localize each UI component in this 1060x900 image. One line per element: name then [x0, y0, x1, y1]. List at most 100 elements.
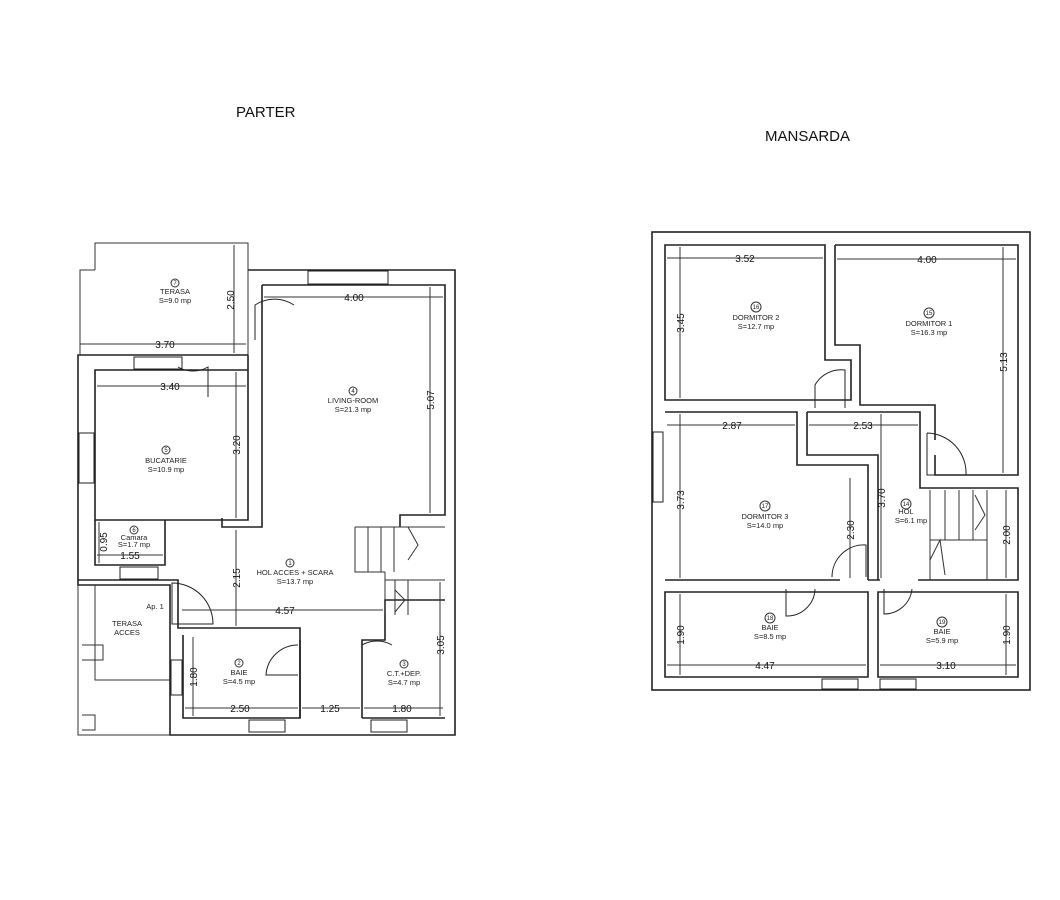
svg-text:S=21.3 mp: S=21.3 mp — [335, 405, 371, 414]
dim-label: 2.53 — [853, 421, 873, 432]
room-dormitor1: 15 DORMITOR 1 S=16.3 mp — [906, 307, 953, 337]
svg-text:17: 17 — [762, 504, 769, 510]
svg-text:18: 18 — [767, 616, 774, 622]
window — [78, 432, 95, 484]
dim-label: 2.50 — [226, 290, 237, 310]
window — [652, 431, 664, 503]
svg-text:7: 7 — [173, 281, 177, 287]
dim-label: 2.00 — [1002, 525, 1013, 545]
door-dormitor2[interactable] — [814, 369, 846, 408]
dim-label: 1.80 — [189, 667, 200, 687]
dim-label: 3.70 — [877, 488, 888, 508]
door-bath[interactable] — [265, 644, 299, 676]
room-bucatarie: 5 BUCATARIE S=10.9 mp — [145, 445, 187, 474]
ct-wall — [361, 599, 445, 718]
dim-label: 0.95 — [99, 532, 110, 552]
door-kitchen[interactable] — [177, 366, 209, 397]
door-terasa[interactable] — [254, 298, 295, 340]
svg-text:BUCATARIE: BUCATARIE — [145, 456, 187, 465]
dim-label: 2.30 — [846, 520, 857, 540]
svg-text:19: 19 — [939, 620, 946, 626]
svg-text:14: 14 — [903, 502, 910, 508]
window — [307, 270, 389, 285]
dimension-lines — [80, 245, 443, 716]
dim-label: 3.45 — [676, 313, 687, 333]
svg-text:S=6.1 mp: S=6.1 mp — [895, 516, 927, 525]
baie19-wall — [877, 591, 1019, 678]
dim-label: 2.87 — [722, 421, 742, 432]
dim-label: 3.73 — [676, 490, 687, 510]
door-dormitor1[interactable] — [926, 432, 967, 476]
svg-text:5: 5 — [164, 448, 168, 454]
svg-text:15: 15 — [926, 311, 933, 317]
room-living: 4 LIVING-ROOM S=21.3 mp — [328, 386, 378, 414]
living-wall — [262, 284, 446, 527]
svg-text:6: 6 — [132, 528, 136, 534]
window — [370, 719, 408, 733]
parter-title: PARTER — [236, 104, 296, 121]
svg-text:DORMITOR 1: DORMITOR 1 — [906, 319, 953, 328]
dim-label: 4.47 — [755, 661, 775, 672]
room-ct: 3 C.T.+DEP. S=4.7 mp — [387, 659, 421, 687]
staircase — [354, 526, 445, 615]
svg-text:DORMITOR 3: DORMITOR 3 — [742, 512, 789, 521]
dim-label: 3.20 — [232, 435, 243, 455]
outer-wall — [77, 269, 456, 736]
pantry-wall — [94, 520, 166, 566]
svg-text:BAIE: BAIE — [230, 668, 247, 677]
svg-text:TERASA: TERASA — [160, 287, 190, 296]
room-dormitor2: 16 DORMITOR 2 S=12.7 mp — [733, 301, 780, 331]
room-hol: 14 HOL S=6.1 mp — [895, 498, 927, 525]
svg-text:1: 1 — [288, 561, 292, 567]
dim-label: 1.55 — [120, 551, 140, 562]
staircase — [929, 490, 988, 580]
terasa-acces-outline — [77, 585, 170, 736]
svg-text:LIVING-ROOM: LIVING-ROOM — [328, 396, 378, 405]
outer-wall — [651, 231, 1031, 691]
dim-label: 3.70 — [155, 340, 175, 351]
svg-text:2: 2 — [237, 661, 241, 667]
svg-text:Camara: Camara — [121, 533, 149, 542]
dimension-lines — [667, 247, 1016, 675]
dim-label: 3.52 — [735, 254, 755, 265]
dim-label: 2.15 — [232, 568, 243, 588]
dim-label: 5.13 — [999, 352, 1010, 372]
hol-inner-wall — [806, 412, 879, 580]
svg-text:BAIE: BAIE — [761, 623, 778, 632]
dormitor2-wall — [664, 244, 852, 401]
door-baie18[interactable] — [785, 588, 816, 617]
mansarda-plan: 3.52 4.00 3.45 5.13 2.87 2.53 3.73 3.70 … — [651, 231, 1031, 691]
terasa-acces-label: TERASA — [112, 619, 142, 628]
svg-text:4: 4 — [351, 389, 355, 395]
svg-text:BAIE: BAIE — [933, 627, 950, 636]
svg-text:DORMITOR 2: DORMITOR 2 — [733, 313, 780, 322]
window — [119, 566, 159, 580]
dormitor3-wall — [665, 411, 869, 580]
door-dormitor3[interactable] — [831, 544, 867, 578]
door-baie19[interactable] — [883, 588, 913, 615]
window — [133, 356, 183, 370]
room-terasa: 7 TERASA S=9.0 mp — [159, 278, 191, 305]
dim-label: 4.00 — [917, 255, 937, 266]
window — [248, 719, 286, 733]
window — [821, 678, 859, 690]
dim-label: 1.90 — [1002, 625, 1013, 645]
dormitor1-wall — [834, 244, 1019, 476]
svg-text:S=12.7 mp: S=12.7 mp — [738, 322, 774, 331]
svg-text:S=5.9 mp: S=5.9 mp — [926, 636, 958, 645]
door-ct[interactable] — [361, 640, 393, 675]
svg-text:16: 16 — [753, 305, 760, 311]
bath-wall — [78, 579, 301, 719]
svg-text:HOL ACCES + SCARA: HOL ACCES + SCARA — [256, 568, 333, 577]
room-baie18: 18 BAIE S=8.5 mp — [754, 612, 786, 641]
dim-label: 3.40 — [160, 382, 180, 393]
room-dormitor3: 17 DORMITOR 3 S=14.0 mp — [742, 500, 789, 530]
room-hol-acces: 1 HOL ACCES + SCARA S=13.7 mp — [256, 558, 334, 586]
window — [879, 678, 917, 690]
svg-text:S=4.7 mp: S=4.7 mp — [388, 678, 420, 687]
dim-label: 2.50 — [230, 704, 250, 715]
dim-label: 1.25 — [320, 704, 340, 715]
svg-text:S=4.5 mp: S=4.5 mp — [223, 677, 255, 686]
door-entrance[interactable] — [171, 582, 214, 625]
